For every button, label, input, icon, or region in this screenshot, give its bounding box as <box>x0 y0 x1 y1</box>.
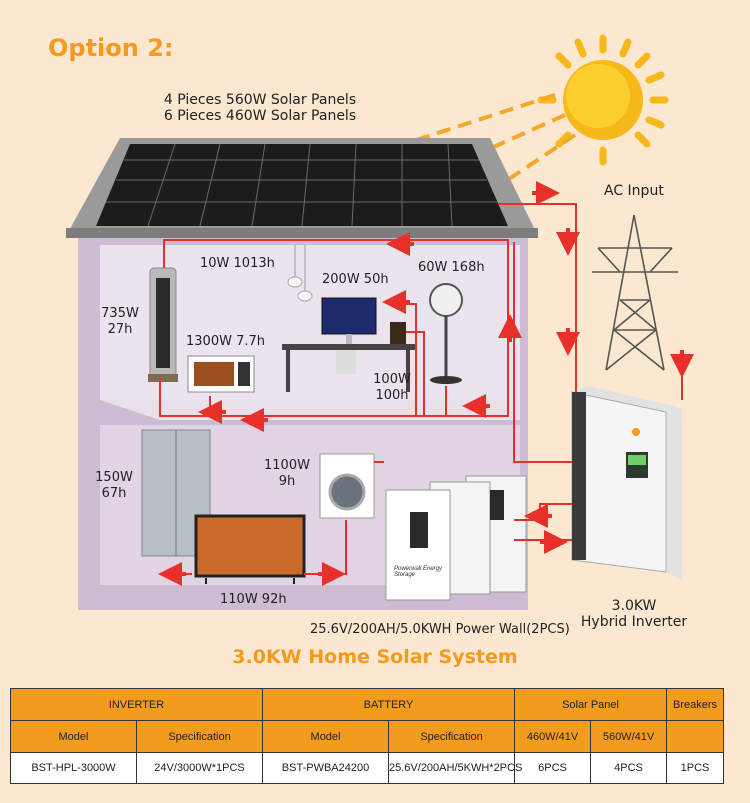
battery-powerwall <box>386 476 526 600</box>
panel-count-label: 4 Pieces 560W Solar Panels 6 Pieces 460W… <box>150 92 370 124</box>
speaker-hours: 100h <box>370 388 414 404</box>
battery-model-value: BST-PWBA24200 <box>263 753 389 784</box>
television <box>196 516 304 584</box>
table-row: BST-HPL-3000W 24V/3000W*1PCS BST-PWBA242… <box>11 753 724 784</box>
option-heading: Option 2: <box>48 34 174 62</box>
table-subheader-row: Model Specification Model Specification … <box>11 721 724 753</box>
inverter-label-line2: Hybrid Inverter <box>572 614 696 630</box>
inverter-label: 3.0KW Hybrid Inverter <box>572 598 696 630</box>
panel-460-value: 6PCS <box>515 753 591 784</box>
washer-hours: 9h <box>262 474 312 490</box>
battery-model-header: Model <box>263 721 389 753</box>
inverter-model-value: BST-HPL-3000W <box>11 753 137 784</box>
washer-label: 1100W 9h <box>262 458 312 490</box>
battery-group-header: BATTERY <box>263 689 515 721</box>
inverter-spec-header: Specification <box>137 721 263 753</box>
panel-560-header: 560W/41V <box>591 721 667 753</box>
washing-machine <box>320 454 374 518</box>
inverter-model-header: Model <box>11 721 137 753</box>
microwave-label: 1300W 7.7h <box>186 334 265 350</box>
ac-input-label: AC Input <box>604 183 664 199</box>
washer-watt: 1100W <box>262 458 312 474</box>
breakers-subheader <box>667 721 724 753</box>
panel-count-line2: 6 Pieces 460W Solar Panels <box>150 108 370 124</box>
transmission-tower-icon <box>592 215 678 370</box>
hybrid-inverter <box>572 386 682 580</box>
breakers-value: 1PCS <box>667 753 724 784</box>
inverter-label-line1: 3.0KW <box>572 598 696 614</box>
battery-spec-value: 25.6V/200AH/5KWH*2PCS <box>389 753 515 784</box>
inverter-spec-value: 24V/3000W*1PCS <box>137 753 263 784</box>
lamp-label: 10W 1013h <box>200 256 275 272</box>
solar-panel-group-header: Solar Panel <box>515 689 667 721</box>
fridge-watt: 150W <box>92 470 136 486</box>
table-group-row: INVERTER BATTERY Solar Panel Breakers <box>11 689 724 721</box>
aircon-hours: 27h <box>100 322 140 338</box>
computer-label: 200W 50h <box>322 272 389 288</box>
microwave <box>188 356 254 392</box>
fridge-hours: 67h <box>92 486 136 502</box>
aircon-watt: 735W <box>100 306 140 322</box>
battery-print: Powerwall Energy Storage <box>394 566 450 578</box>
panel-460-header: 460W/41V <box>515 721 591 753</box>
speaker-watt: 100W <box>370 372 414 388</box>
battery-spec-header: Specification <box>389 721 515 753</box>
spec-table: INVERTER BATTERY Solar Panel Breakers Mo… <box>10 688 724 784</box>
panel-count-line1: 4 Pieces 560W Solar Panels <box>150 92 370 108</box>
speaker-label: 100W 100h <box>370 372 414 404</box>
roof-edge <box>66 228 538 238</box>
aircon-label: 735W 27h <box>100 306 140 338</box>
battery-caption: 25.6V/200AH/5.0KWH Power Wall(2PCS) <box>310 622 570 638</box>
solar-panel-array <box>96 144 508 226</box>
tv-label: 110W 92h <box>220 592 287 608</box>
fridge-label: 150W 67h <box>92 470 136 502</box>
panel-560-value: 4PCS <box>591 753 667 784</box>
system-title: 3.0KW Home Solar System <box>0 646 750 668</box>
breakers-group-header: Breakers <box>667 689 724 721</box>
fan-label: 60W 168h <box>418 260 485 276</box>
air-conditioner <box>148 268 178 382</box>
sun-icon <box>541 38 665 162</box>
inverter-group-header: INVERTER <box>11 689 263 721</box>
